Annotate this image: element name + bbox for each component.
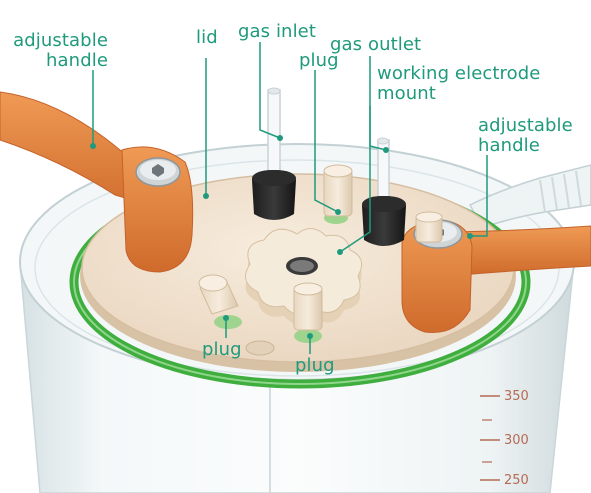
leader-working-electrode bbox=[339, 106, 371, 253]
volume-graduations: 350 300 250 bbox=[480, 389, 529, 488]
label-adjustable-handle-left: adjustable handle bbox=[13, 30, 108, 71]
leader-plug-top bbox=[314, 70, 339, 213]
label-gas-outlet: gas outlet bbox=[330, 34, 422, 55]
graduation-250: 250 bbox=[504, 473, 529, 488]
bottom-right-plug bbox=[293, 282, 323, 331]
label-gas-inlet: gas inlet bbox=[238, 21, 316, 42]
label-plug-top: plug bbox=[299, 50, 339, 71]
leader-handle-right bbox=[470, 155, 488, 237]
label-plug-bottom-right: plug bbox=[295, 355, 335, 376]
top-plug bbox=[323, 164, 353, 217]
label-working-electrode-mount: working electrode mount bbox=[377, 63, 541, 104]
lid-plug-right bbox=[415, 211, 443, 243]
label-plug-bottom-left: plug bbox=[202, 339, 242, 360]
left-adjustable-handle bbox=[0, 91, 194, 273]
bottom-left-plug bbox=[198, 274, 239, 315]
working-electrode-mount bbox=[245, 228, 363, 326]
gas-outlet-assembly bbox=[362, 137, 406, 246]
label-lid: lid bbox=[196, 27, 218, 48]
label-adjustable-handle-right: adjustable handle bbox=[478, 115, 573, 156]
leader-gas-inlet bbox=[259, 42, 281, 139]
glass-side-arm bbox=[468, 164, 591, 229]
graduation-350: 350 bbox=[504, 389, 529, 404]
graduation-300: 300 bbox=[504, 433, 529, 448]
leader-lines bbox=[90, 42, 488, 354]
